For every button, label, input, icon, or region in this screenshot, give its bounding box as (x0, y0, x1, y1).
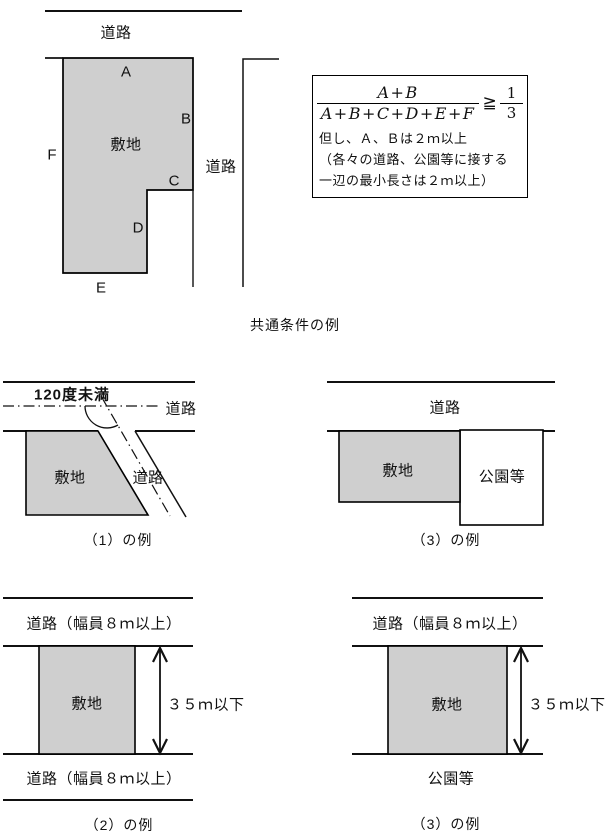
ex3b-caption: （3）の例 (411, 816, 481, 832)
right-road-outline (242, 58, 279, 287)
ex1-site-polygon (25, 430, 150, 516)
ex2-top-road-label: 道路（幅員８ｍ以上） (26, 615, 182, 633)
ex1-diagonal-centerline (100, 395, 171, 517)
edge-b-label: B (180, 110, 192, 128)
ex3t-site-label: 敷地 (382, 462, 414, 480)
rhs-denominator: 3 (499, 102, 524, 123)
ex1-angle-arc (84, 405, 119, 429)
relation-symbol: ≧ (482, 93, 497, 113)
site-polygon (62, 57, 194, 274)
lhs-fraction: A+B A+B+C+D+E+F (316, 82, 480, 124)
ex3b-park-label: 公園等 (427, 770, 475, 788)
ex2-site-label: 敷地 (71, 695, 103, 713)
ex2-height-label: ３５ｍ以下 (167, 696, 245, 714)
lhs-numerator: A+B (377, 82, 419, 102)
ex1-site-label: 敷地 (54, 469, 86, 487)
formula: A+B A+B+C+D+E+F ≧ 1 3 (316, 78, 524, 128)
ex3t-park-label: 公園等 (478, 468, 526, 486)
ex3t-site-rect (338, 430, 461, 503)
ex3b-site-rect (387, 645, 508, 755)
ex1-diagonal-road-edge (134, 430, 187, 518)
lhs-denominator: A+B+C+D+E+F (316, 102, 480, 124)
rhs-numerator: 1 (506, 83, 517, 102)
rhs-fraction: 1 3 (499, 83, 524, 123)
ex3b-height-label: ３５ｍ以下 (528, 696, 606, 714)
formula-condition-3: 一辺の最小長さは２ｍ以上） (319, 173, 495, 188)
ex2-site-rect (38, 645, 136, 755)
ex3t-caption: （3）の例 (411, 532, 481, 548)
edge-e-label: E (95, 279, 107, 297)
ex3t-park-rect (459, 429, 544, 526)
site-label: 敷地 (110, 136, 142, 154)
ex1-caption: （1）の例 (83, 532, 153, 548)
edge-f-label: F (47, 146, 57, 164)
common-example-caption: 共通条件の例 (250, 317, 340, 333)
top-road-label: 道路 (100, 24, 132, 42)
ex3b-height-arrow (513, 645, 529, 756)
ex3b-site-label: 敷地 (431, 696, 463, 714)
ex1-angle-label: 120度未満 (34, 386, 111, 404)
formula-box: A+B A+B+C+D+E+F ≧ 1 3 但し、Ａ、Ｂは２ｍ以上 （各々の道路… (312, 75, 528, 198)
edge-a-label: A (120, 63, 132, 81)
ex3b-road-label: 道路（幅員８ｍ以上） (372, 615, 528, 633)
ex1-horizontal-road-label: 道路 (165, 400, 197, 418)
ex2-bottom-road-label: 道路（幅員８ｍ以上） (26, 770, 182, 788)
edge-c-label: C (168, 172, 180, 190)
ex1-diagonal-road-label: 道路 (132, 469, 164, 487)
ex2-height-arrow (152, 645, 168, 756)
ex2-caption: （2）の例 (84, 817, 154, 833)
right-road-label: 道路 (205, 158, 237, 176)
edge-d-label: D (132, 219, 144, 237)
ex3t-road-label: 道路 (429, 399, 461, 417)
formula-condition-1: 但し、Ａ、Ｂは２ｍ以上 (319, 131, 468, 146)
formula-condition-2: （各々の道路、公園等に接する (319, 152, 509, 167)
